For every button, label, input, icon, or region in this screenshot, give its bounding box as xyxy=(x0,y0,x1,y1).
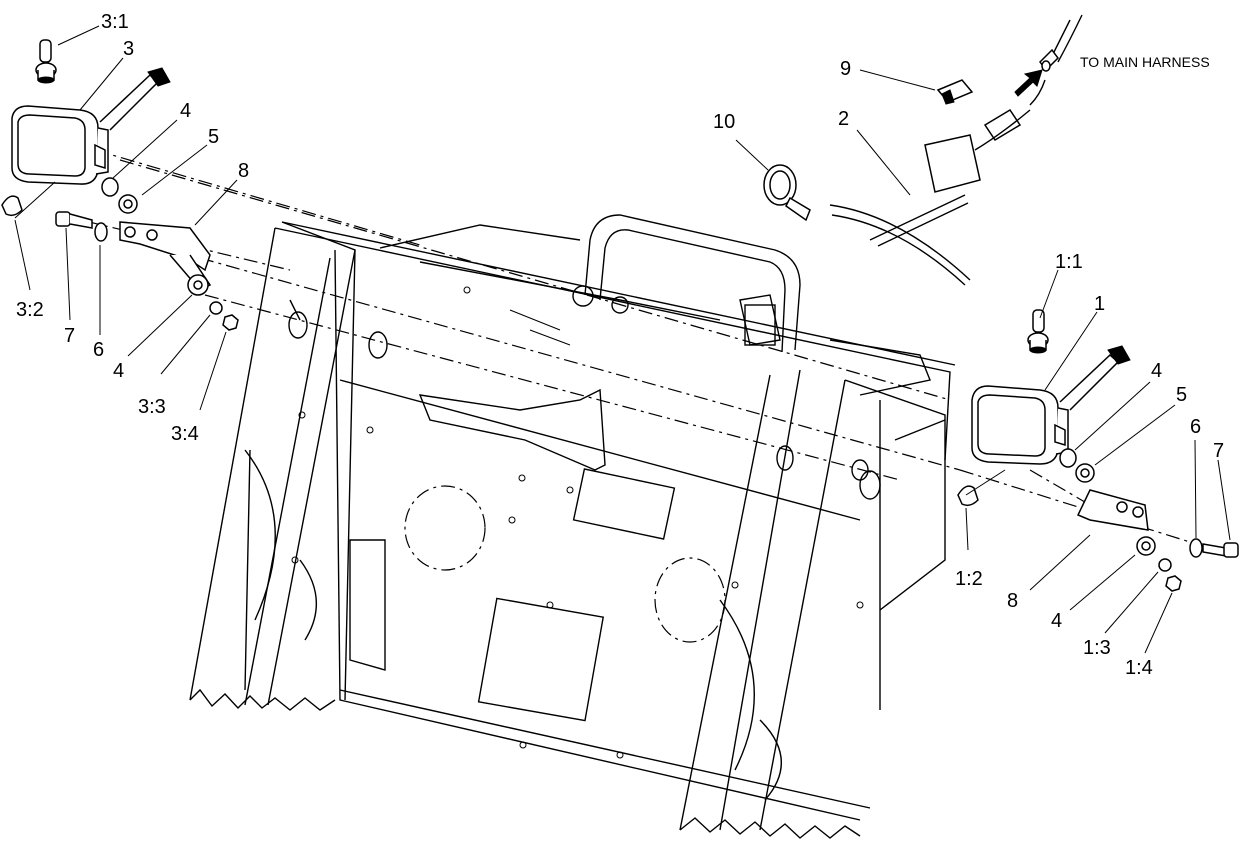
mounting-frame xyxy=(189,214,956,839)
nut-1-4 xyxy=(1165,575,1182,592)
lens-3-2 xyxy=(1,195,23,217)
bolt-7-left xyxy=(55,211,93,229)
callout-8: 8 xyxy=(1007,590,1018,612)
callout-3-4: 3:4 xyxy=(171,423,199,445)
wire-harness-2 xyxy=(829,14,1083,286)
lamp-housing-1 xyxy=(971,345,1131,465)
leader-lines xyxy=(14,25,1231,654)
callout-4: 4 xyxy=(113,360,124,382)
right-work-light-assembly xyxy=(957,309,1239,592)
bolt-7-right xyxy=(1202,542,1239,558)
callout-1-2: 1:2 xyxy=(955,568,983,590)
bracket-8-right xyxy=(1076,489,1149,531)
callout-3-2: 3:2 xyxy=(16,299,44,321)
callout-1-1: 1:1 xyxy=(1055,251,1083,273)
bulb-1-1 xyxy=(1027,309,1049,354)
callout-2: 2 xyxy=(838,108,849,130)
nut-4-right xyxy=(1059,448,1077,468)
lamp-housing-3 xyxy=(11,67,171,185)
callout-7: 7 xyxy=(64,325,75,347)
left-work-light-assembly xyxy=(1,39,239,331)
washer-6-left xyxy=(94,222,108,242)
callout-5: 5 xyxy=(208,126,219,148)
callout-3-1: 3:1 xyxy=(101,11,129,33)
callout-1-4: 1:4 xyxy=(1125,657,1153,679)
callout-9: 9 xyxy=(840,58,851,80)
to-main-harness-label: TO MAIN HARNESS xyxy=(1080,54,1210,70)
callout-5: 5 xyxy=(1176,384,1187,406)
callout-7: 7 xyxy=(1213,440,1224,462)
callout-8: 8 xyxy=(238,160,249,182)
assembly-center-lines xyxy=(59,149,1226,554)
fuse-9 xyxy=(936,79,974,105)
lockwasher-1-3 xyxy=(1158,558,1172,572)
nut-3-4 xyxy=(222,314,239,331)
callout-6: 6 xyxy=(93,339,104,361)
callout-4: 4 xyxy=(1151,360,1162,382)
callout-1-3: 1:3 xyxy=(1083,637,1111,659)
direction-arrow xyxy=(1014,69,1043,97)
callout-3: 3 xyxy=(123,38,134,60)
callout-1: 1 xyxy=(1094,293,1105,315)
callout-10: 10 xyxy=(713,111,735,133)
washer-6-right xyxy=(1189,538,1203,558)
callout-3-3: 3:3 xyxy=(138,396,166,418)
callout-4: 4 xyxy=(180,100,191,122)
lockwasher-3-3 xyxy=(209,301,223,315)
callout-6: 6 xyxy=(1190,416,1201,438)
callout-labels: 3:1 3 4 5 8 3:2 7 6 4 3:3 3:4 9 10 2 1:1… xyxy=(16,11,1224,679)
nut-4-left-top xyxy=(101,177,119,197)
connector-to-harness xyxy=(1039,48,1059,72)
callout-4: 4 xyxy=(1051,610,1062,632)
cable-clip-10 xyxy=(763,164,811,222)
bulb-3-1 xyxy=(35,39,57,84)
